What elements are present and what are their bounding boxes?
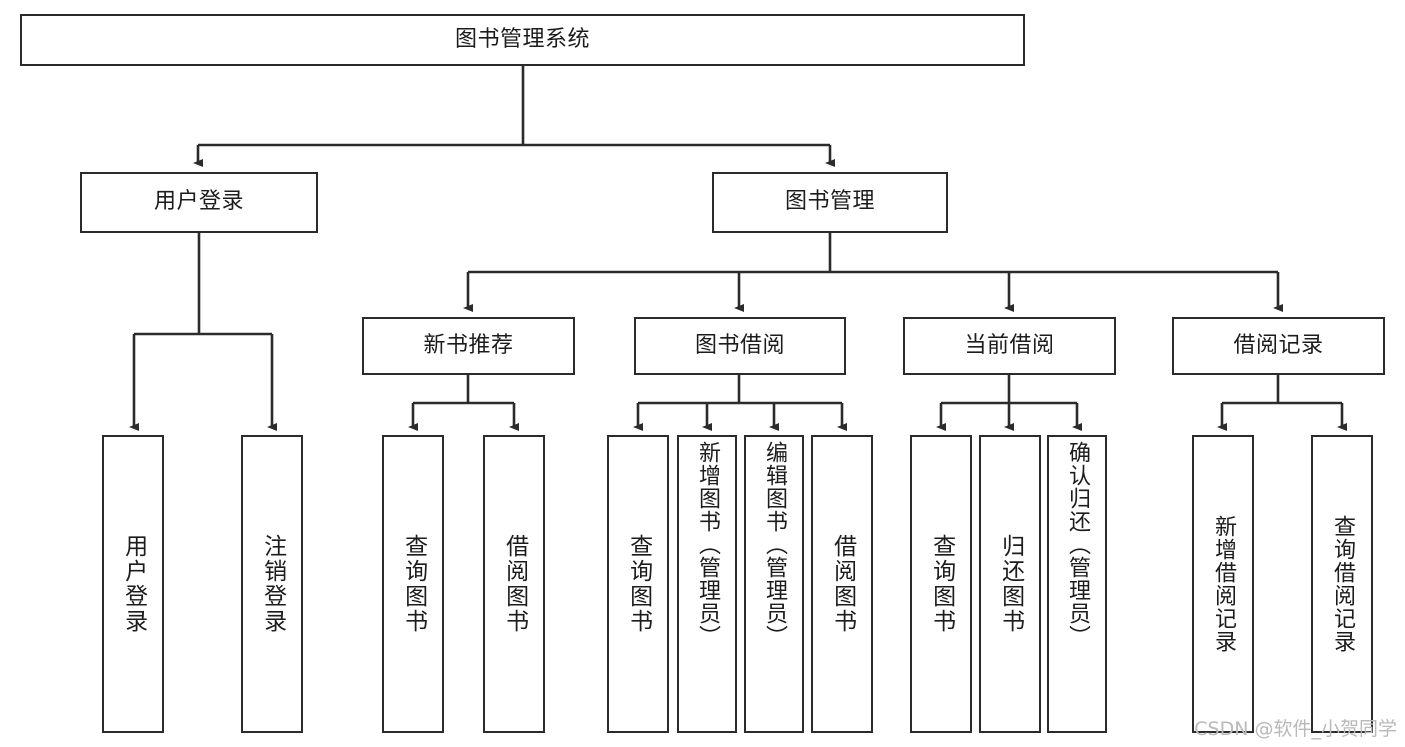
node-leaf-user-logout[interactable]: 注销登录: [241, 435, 303, 733]
node-borrow-record[interactable]: 借阅记录: [1172, 317, 1385, 375]
node-leaf-query-record[interactable]: 查询借阅记录: [1311, 435, 1373, 733]
node-book-manage-label: 图书管理: [784, 189, 875, 215]
watermark-text: CSDN @软件_小贺同学: [1194, 718, 1397, 740]
node-book-borrow[interactable]: 图书借阅: [634, 317, 846, 375]
node-user-login[interactable]: 用户登录: [80, 172, 318, 233]
node-leaf-borrow-book-2-label: 借阅图书: [829, 534, 856, 634]
node-leaf-query-book-3-label: 查询图书: [928, 534, 955, 634]
node-leaf-add-record[interactable]: 新增借阅记录: [1192, 435, 1254, 733]
node-leaf-edit-book-label: 编辑图书（管理员）: [761, 441, 787, 648]
node-root[interactable]: 图书管理系统: [20, 14, 1025, 66]
node-leaf-return-book-label: 归还图书: [997, 534, 1024, 634]
node-leaf-add-book-label: 新增图书（管理员）: [694, 441, 720, 648]
node-leaf-query-book-3[interactable]: 查询图书: [910, 435, 972, 733]
node-borrow-record-label: 借阅记录: [1233, 332, 1324, 358]
node-current-borrow[interactable]: 当前借阅: [903, 317, 1116, 375]
node-leaf-user-logout-label: 注销登录: [259, 534, 286, 634]
node-leaf-borrow-book-1[interactable]: 借阅图书: [483, 435, 545, 733]
node-leaf-confirm-return[interactable]: 确认归还（管理员）: [1047, 435, 1107, 733]
node-leaf-add-record-label: 新增借阅记录: [1210, 515, 1236, 653]
node-new-book-recommend-label: 新书推荐: [423, 332, 514, 358]
node-leaf-borrow-book-1-label: 借阅图书: [501, 534, 528, 634]
node-current-borrow-label: 当前借阅: [964, 332, 1055, 358]
node-leaf-query-book-1[interactable]: 查询图书: [382, 435, 444, 733]
node-leaf-query-book-1-label: 查询图书: [400, 534, 427, 634]
node-leaf-user-login[interactable]: 用户登录: [102, 435, 164, 733]
node-leaf-confirm-return-label: 确认归还（管理员）: [1064, 441, 1090, 648]
node-user-login-label: 用户登录: [153, 189, 244, 215]
node-book-manage[interactable]: 图书管理: [712, 172, 948, 233]
node-leaf-add-book[interactable]: 新增图书（管理员）: [677, 435, 737, 733]
node-leaf-borrow-book-2[interactable]: 借阅图书: [811, 435, 873, 733]
node-leaf-edit-book[interactable]: 编辑图书（管理员）: [744, 435, 804, 733]
node-leaf-user-login-label: 用户登录: [120, 534, 147, 634]
node-book-borrow-label: 图书借阅: [694, 332, 785, 358]
node-new-book-recommend[interactable]: 新书推荐: [362, 317, 575, 375]
node-root-label: 图书管理系统: [454, 26, 590, 52]
node-leaf-query-record-label: 查询借阅记录: [1329, 515, 1355, 653]
node-leaf-return-book[interactable]: 归还图书: [979, 435, 1041, 733]
node-leaf-query-book-2-label: 查询图书: [625, 534, 652, 634]
node-leaf-query-book-2[interactable]: 查询图书: [607, 435, 669, 733]
